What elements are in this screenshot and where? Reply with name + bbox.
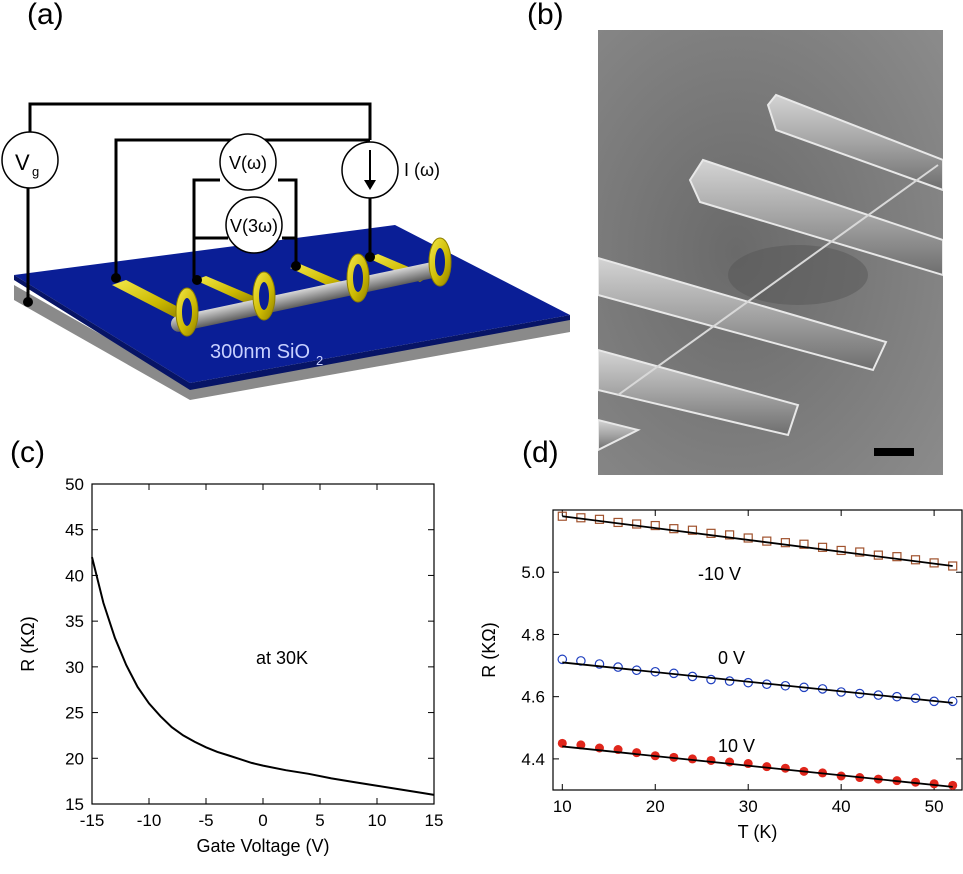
y-tick-label: 35 [65, 612, 84, 631]
current-source [341, 141, 399, 199]
svg-text:300nm SiO: 300nm SiO [210, 341, 310, 363]
x-tick-label: 30 [739, 797, 758, 816]
substrate-label: 300nm SiO 2 [210, 341, 323, 368]
y-axis-label: R (KΩ) [18, 616, 38, 671]
data-point [687, 754, 697, 764]
data-point [706, 528, 716, 538]
y-tick-label: 4.6 [521, 688, 545, 707]
data-point [706, 674, 716, 685]
x-tick-label: 15 [425, 811, 444, 830]
v-omega-meter: V(ω) [219, 133, 277, 191]
x-tick-label: 40 [832, 797, 851, 816]
y-tick-label: 50 [65, 475, 84, 494]
data-point [948, 780, 958, 790]
svg-text:V(3ω): V(3ω) [230, 216, 278, 236]
panel-label-b: (b) [527, 0, 564, 31]
x-tick-label: 20 [646, 797, 665, 816]
sem-nanowire [617, 164, 939, 396]
y-tick-label: 15 [65, 795, 84, 814]
data-point [557, 654, 568, 665]
y-tick-label: 40 [65, 566, 84, 585]
fit-line [562, 745, 953, 788]
series-1 [557, 511, 958, 571]
y-tick-label: 30 [65, 658, 84, 677]
data-point [799, 539, 809, 549]
data-point [594, 659, 605, 669]
substrate-side [14, 285, 570, 400]
series-label: 10 V [718, 736, 755, 756]
y-tick-label: 4.4 [521, 750, 545, 769]
data-point [669, 524, 679, 534]
nanowire [170, 260, 450, 332]
data-point [892, 552, 902, 562]
data-point [687, 525, 698, 535]
data-point [780, 763, 790, 773]
data-point [557, 738, 567, 748]
device-schematic: V g V(ω) V(3ω) I (ω) 300nm SiO 2 [1, 102, 570, 400]
annotation-label: at 30K [256, 648, 308, 668]
panel-label-c: (c) [10, 436, 45, 469]
x-tick-label: 5 [315, 811, 324, 830]
current-label: I (ω) [404, 160, 440, 180]
plot-frame [91, 483, 435, 805]
series-label: 0 V [718, 648, 745, 668]
chart-temperature: 10 20 30 40 50 4.4 4.6 4.8 5.0 T (K) R (KΩ) -10 V 0 … [480, 509, 963, 842]
panel-label-d: (d) [522, 436, 559, 469]
data-point [594, 514, 605, 524]
data-point [947, 696, 958, 707]
vg-meter: V g [1, 131, 59, 189]
scale-bar [874, 448, 914, 456]
data-point [743, 533, 753, 543]
sem-micrograph [598, 30, 943, 475]
data-point [817, 542, 828, 552]
panel-label-a: (a) [27, 0, 64, 31]
data-point [836, 545, 846, 556]
x-tick-label: -15 [80, 811, 105, 830]
series-3 [557, 738, 958, 790]
data-point [873, 550, 883, 560]
x-tick-label: -5 [198, 811, 213, 830]
sio2-edge [14, 275, 570, 390]
y-tick-label: 25 [65, 704, 84, 723]
svg-text:V(ω): V(ω) [229, 153, 267, 173]
sem-electrodes [598, 93, 943, 452]
x-tick-label: 10 [368, 811, 387, 830]
data-point [910, 555, 921, 565]
v-3omega-meter: V(3ω) [225, 196, 283, 254]
x-axis-label: T (K) [738, 822, 778, 842]
fit-line [562, 515, 953, 567]
series-label: -10 V [698, 564, 741, 584]
data-point [632, 519, 642, 529]
data-point [780, 538, 790, 548]
x-tick-label: 10 [553, 797, 572, 816]
y-axis-label: R (KΩ) [480, 622, 499, 677]
data-point [725, 530, 735, 540]
data-point [725, 757, 735, 767]
data-point [762, 762, 772, 772]
x-tick-label: 0 [258, 811, 267, 830]
data-point [855, 547, 865, 557]
y-tick-label: 45 [65, 521, 84, 540]
y-tick-label: 5.0 [521, 563, 545, 582]
svg-text:V: V [15, 150, 30, 175]
x-tick-label: -10 [137, 811, 162, 830]
data-point [576, 740, 586, 750]
circuit-wires [26, 102, 372, 302]
data-point [632, 748, 642, 758]
data-point [706, 755, 716, 765]
fit-line [562, 661, 953, 704]
series-line [91, 556, 435, 796]
x-axis-label: Gate Voltage (V) [196, 836, 329, 856]
y-tick-label: 20 [65, 749, 84, 768]
data-point [724, 676, 735, 686]
svg-text:2: 2 [316, 353, 323, 368]
plot-frame [552, 509, 963, 791]
data-point [650, 520, 660, 531]
contact-dots [23, 252, 375, 307]
svg-text:g: g [32, 164, 39, 179]
y-tick-label: 4.8 [521, 625, 545, 644]
x-tick-label: 50 [925, 797, 944, 816]
